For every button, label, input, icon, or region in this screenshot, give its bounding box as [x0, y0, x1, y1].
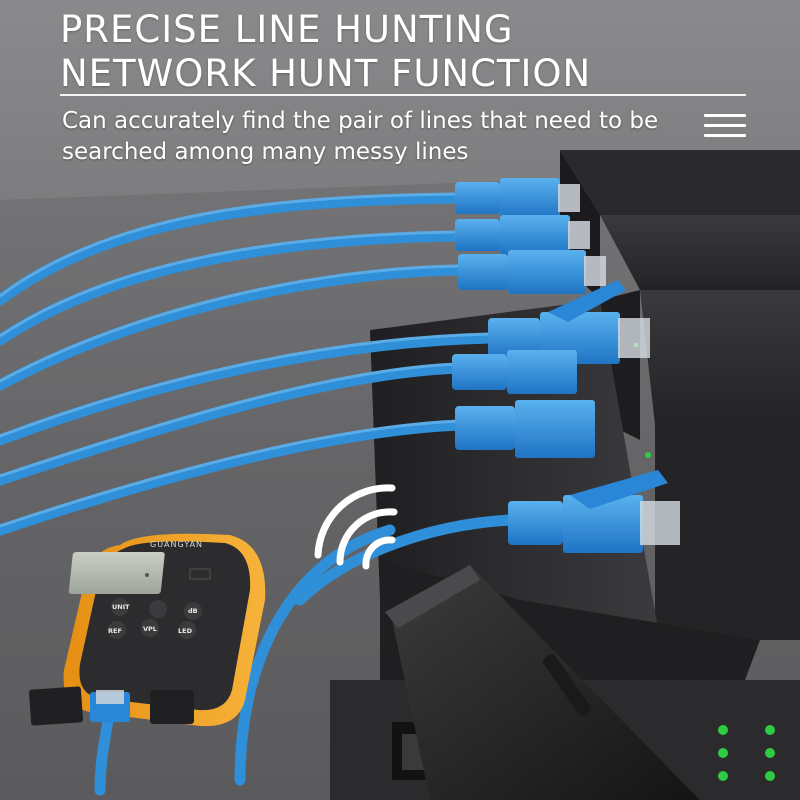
- key-unit: UNIT: [112, 603, 130, 611]
- key-led: LED: [178, 627, 193, 635]
- key-db: dB: [188, 607, 198, 615]
- tester-device: GUANGYAN UNIT VPL dB REF LED: [29, 533, 266, 727]
- key-ref: REF: [108, 627, 122, 635]
- headline-line-1: PRECISE LINE HUNTING: [60, 8, 514, 51]
- signal-waves-icon: [314, 484, 398, 570]
- headline: PRECISE LINE HUNTING NETWORK HUNT FUNCTI…: [60, 8, 591, 96]
- key-vpl: VPL: [143, 625, 157, 633]
- probe-tool: [385, 565, 700, 800]
- divider: [60, 94, 746, 96]
- rj45-connectors: [452, 178, 680, 553]
- description: Can accurately find the pair of lines th…: [62, 108, 659, 165]
- device-brand: GUANGYAN: [150, 540, 203, 549]
- headline-line-2: NETWORK HUNT FUNCTION: [60, 52, 592, 95]
- patch-cables: [0, 192, 516, 796]
- menu-icon[interactable]: [704, 112, 746, 140]
